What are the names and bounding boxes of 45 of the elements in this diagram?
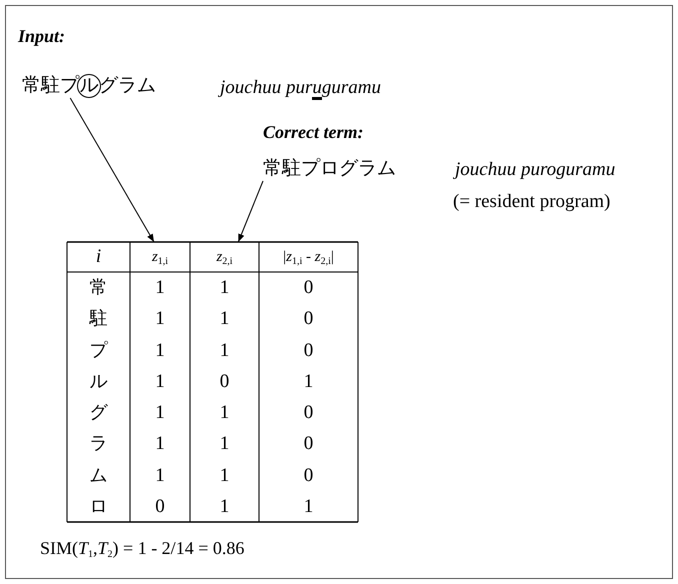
table-cell-text: 1 bbox=[218, 494, 230, 519]
table-cell-text: グ bbox=[88, 401, 109, 424]
table-cell-text: 0 bbox=[218, 370, 230, 394]
table-cell-text: ム bbox=[88, 464, 108, 486]
table-cell-text: 0 bbox=[302, 401, 314, 425]
table-cell-text: 1 bbox=[218, 464, 230, 488]
table-cell-text: ル bbox=[88, 370, 108, 393]
table-cell-text: 1 bbox=[218, 338, 230, 362]
arrow bbox=[70, 98, 154, 242]
correct-term: 常駐プログラム bbox=[263, 157, 396, 181]
table-cell-text: 1 bbox=[302, 370, 314, 394]
table-cell-text: 0 bbox=[154, 494, 166, 519]
romanization: jouchuu puruguramu bbox=[220, 76, 381, 100]
section-heading: Input: bbox=[18, 25, 66, 48]
table-cell-text: 1 bbox=[154, 276, 166, 300]
table-header-cell: z$_{1,i}$ bbox=[130, 242, 190, 272]
table-cell-text: 0 bbox=[302, 432, 314, 456]
table-cell-text: 1 bbox=[154, 338, 166, 362]
table-cell-text: 1 bbox=[154, 307, 166, 332]
table-cell-text: 0 bbox=[302, 464, 314, 488]
table-cell-text: 1 bbox=[218, 276, 230, 300]
table-cell-text: 1 bbox=[154, 401, 166, 425]
table-cell-text: 1 bbox=[218, 307, 230, 332]
table-cell-text: 1 bbox=[302, 494, 314, 519]
romanization: jouchuu puroguramu bbox=[455, 158, 616, 182]
table-cell-text: 駐 bbox=[88, 307, 108, 330]
translation: (= resident program) bbox=[453, 190, 610, 214]
table-cell-text: ロ bbox=[88, 494, 108, 518]
table-cell-text: プ bbox=[88, 338, 109, 362]
table-cell-text: 0 bbox=[302, 276, 314, 300]
table-cell-text: ラ bbox=[88, 432, 108, 456]
table-cell-text: 1 bbox=[154, 370, 166, 394]
table-cell-text: 1 bbox=[218, 432, 230, 456]
table-cell-text: 1 bbox=[218, 401, 230, 425]
arrow bbox=[238, 180, 264, 242]
table-cell-text: 0 bbox=[302, 338, 314, 362]
table-cell-text: 常 bbox=[88, 276, 108, 299]
section-heading: Correct term: bbox=[263, 121, 364, 144]
similarity-formula: SIM(T$_{1}$,T$_{2}$) = 1 - 2/14 = 0.86 bbox=[40, 537, 244, 560]
table-cell-text: |z$_{1,i}$ - z$_{2,i}$| bbox=[282, 248, 335, 269]
table-cell-text: 1 bbox=[154, 464, 166, 488]
table-cell-text: 0 bbox=[302, 307, 314, 332]
table-header-cell: z$_{2,i}$ bbox=[190, 242, 259, 272]
table-cell-text: 1 bbox=[154, 432, 166, 456]
table-cell-text: i bbox=[94, 245, 102, 269]
